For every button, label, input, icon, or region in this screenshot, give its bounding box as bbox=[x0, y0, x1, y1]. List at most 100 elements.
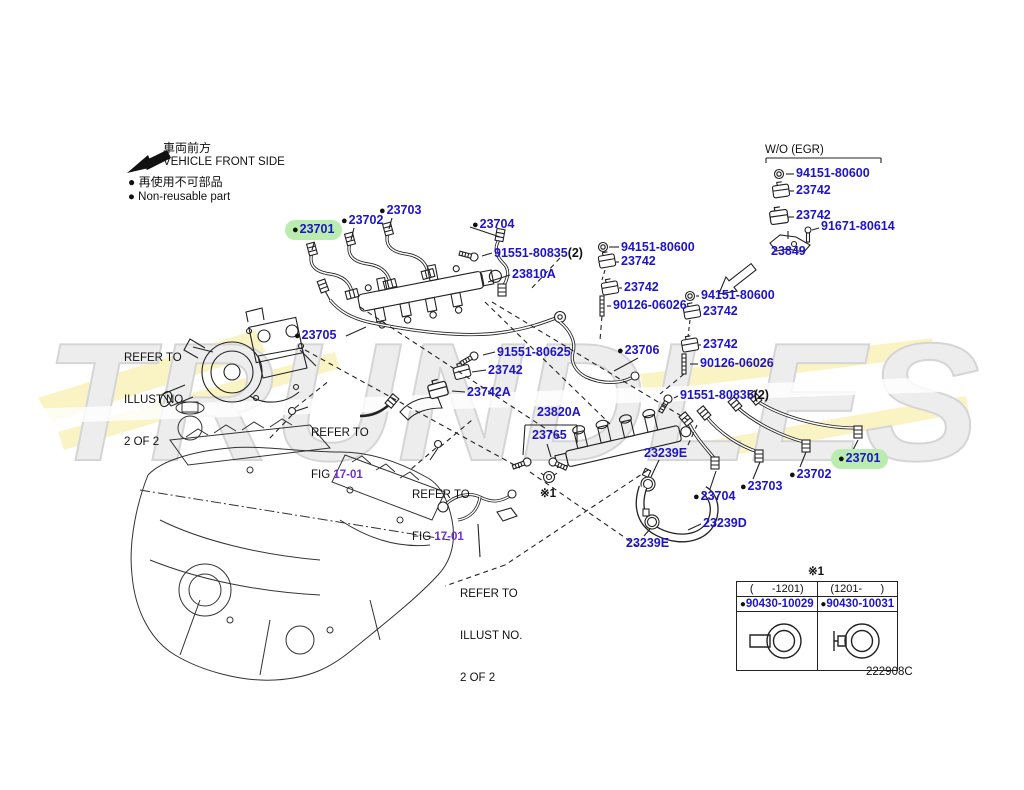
refer-line: REFER TO bbox=[412, 489, 470, 501]
part-label-90430-10029[interactable]: ●90430-10029 bbox=[737, 597, 817, 612]
part-number: 23702 bbox=[796, 467, 832, 481]
part-label-90126-06026-a[interactable]: 90126-06026 bbox=[613, 299, 687, 312]
injection-pipes-rear bbox=[678, 390, 863, 490]
part-label-23810A[interactable]: 23810A bbox=[512, 268, 556, 281]
nut-note1 bbox=[540, 470, 558, 484]
part-number: 91551-80625 bbox=[497, 345, 571, 359]
table-part-row: ●90430-10029 ●90430-10031 bbox=[737, 597, 897, 612]
vehicle-front-arrow-icon bbox=[127, 150, 171, 173]
table-icon-row bbox=[737, 612, 897, 670]
fuel-rail-rear bbox=[554, 408, 692, 469]
non-reusable-dot: ● bbox=[789, 469, 796, 481]
table-header-row: ( -1201) (1201- ) bbox=[737, 582, 897, 597]
hardware-column-a bbox=[597, 241, 622, 317]
part-label-23820A[interactable]: 23820A bbox=[537, 406, 581, 419]
non-reusable-label-en: ● Non-reusable part bbox=[128, 191, 231, 203]
period-header-early: ( -1201) bbox=[737, 582, 817, 597]
non-reusable-dot: ● bbox=[838, 453, 845, 465]
part-label-23742-mid[interactable]: 23742 bbox=[488, 364, 523, 377]
part-label-90430-10031[interactable]: ●90430-10031 bbox=[816, 597, 897, 612]
fig-word: FIG bbox=[412, 531, 435, 543]
quantity: (2) bbox=[567, 246, 583, 260]
part-label-94151-80600-b[interactable]: 94151-80600 bbox=[701, 289, 775, 302]
part-label-23742-egr1[interactable]: 23742 bbox=[796, 184, 831, 197]
non-reusable-dot: ● bbox=[693, 491, 700, 503]
part-label-91551-80835-front[interactable]: 91551-80835(2) bbox=[494, 247, 583, 260]
fig-link-17-01[interactable]: 17-01 bbox=[434, 531, 464, 543]
part-label-23742-a2[interactable]: 23742 bbox=[624, 281, 659, 294]
part-number: 23742 bbox=[796, 183, 831, 197]
refer-line: 2 OF 2 bbox=[124, 436, 160, 448]
part-number: 23742 bbox=[796, 208, 831, 222]
part-number: 23742 bbox=[621, 254, 656, 268]
part-number: 23239E bbox=[626, 536, 670, 550]
pointer-arrow-icon bbox=[718, 262, 757, 295]
part-label-23702-rear[interactable]: ●23702 bbox=[789, 468, 831, 482]
part-label-23239D[interactable]: 23239D bbox=[703, 517, 747, 530]
part-number: 94151-80600 bbox=[621, 240, 695, 254]
refer-line: 2 OF 2 bbox=[460, 672, 496, 684]
non-reusable-dot: ● bbox=[472, 219, 479, 231]
refer-line: ILLUST NO. bbox=[460, 630, 523, 642]
refer-line: REFER TO bbox=[311, 427, 369, 439]
part-number: 23701 bbox=[845, 451, 881, 465]
part-number: 23742 bbox=[488, 363, 523, 377]
part-label-23703-rear[interactable]: ●23703 bbox=[740, 480, 782, 494]
refer-illust-bottom: REFER TO ILLUST NO. 2 OF 2 bbox=[460, 559, 522, 699]
part-number: 23703 bbox=[386, 203, 422, 217]
part-number: 23702 bbox=[348, 213, 384, 227]
part-label-23742A[interactable]: 23742A bbox=[467, 386, 511, 399]
part-label-23742-a1[interactable]: 23742 bbox=[621, 255, 656, 268]
part-number: 23849 bbox=[771, 244, 806, 258]
fuel-pipe-23706 bbox=[558, 320, 640, 384]
part-label-91671-80614[interactable]: 91671-80614 bbox=[821, 220, 895, 233]
fuel-rail-front bbox=[357, 263, 502, 329]
part-label-23742-b1[interactable]: 23742 bbox=[703, 305, 738, 318]
part-number: 23742 bbox=[624, 280, 659, 294]
non-reusable-dot: ● bbox=[739, 599, 746, 610]
part-number: 23704 bbox=[700, 489, 736, 503]
refer-fig-2: REFER TO FIG 17-01 bbox=[412, 460, 470, 558]
fig-word: FIG bbox=[311, 469, 334, 481]
part-label-23706[interactable]: ●23706 bbox=[617, 344, 659, 358]
part-label-23701-front[interactable]: ●23701 bbox=[285, 220, 343, 240]
part-number: 23701 bbox=[299, 222, 335, 236]
part-label-23849[interactable]: 23849 bbox=[771, 245, 806, 258]
part-label-23742-egr2[interactable]: 23742 bbox=[796, 209, 831, 222]
wo-egr-heading: W/O (EGR) bbox=[765, 144, 824, 156]
refer-line: FIG 17-01 bbox=[311, 468, 369, 482]
fig-link-17-01[interactable]: 17-01 bbox=[333, 469, 363, 481]
part-number: 90430-10029 bbox=[745, 598, 814, 610]
part-label-23704-rear[interactable]: ●23704 bbox=[693, 490, 735, 504]
refer-fig-1: REFER TO FIG 17-01 bbox=[311, 398, 369, 496]
part-label-90126-06026-b[interactable]: 90126-06026 bbox=[700, 357, 774, 370]
part-number: 23239D bbox=[703, 516, 747, 530]
part-label-23703-front[interactable]: ●23703 bbox=[379, 204, 421, 218]
part-label-23701-rear[interactable]: ●23701 bbox=[831, 449, 889, 469]
part-label-23704-front[interactable]: ●23704 bbox=[472, 218, 514, 232]
part-label-91551-80835-rear[interactable]: 91551-80835(2) bbox=[680, 389, 769, 402]
part-number: 94151-80600 bbox=[701, 288, 775, 302]
part-label-23239E-lower[interactable]: 23239E bbox=[626, 537, 669, 550]
engine-illustration bbox=[130, 401, 454, 681]
part-label-94151-80600-egr[interactable]: 94151-80600 bbox=[796, 167, 870, 180]
part-label-91551-80625[interactable]: 91551-80625 bbox=[497, 346, 571, 359]
part-label-94151-80600-a[interactable]: 94151-80600 bbox=[621, 241, 695, 254]
non-reusable-dot: ● bbox=[379, 205, 386, 217]
part-label-23239E-upper[interactable]: 23239E bbox=[644, 447, 687, 460]
figure-code: 222908C bbox=[866, 666, 913, 678]
part-label-23705[interactable]: ●23705 bbox=[294, 329, 336, 343]
part-number: 23820A bbox=[537, 405, 581, 419]
wo-egr-section bbox=[765, 157, 882, 253]
part-label-23742-b2[interactable]: 23742 bbox=[703, 338, 738, 351]
part-number: 23810A bbox=[512, 267, 556, 281]
part-number: 23742 bbox=[703, 337, 738, 351]
part-label-23765[interactable]: 23765 bbox=[532, 429, 567, 442]
part-label-23702-front[interactable]: ●23702 bbox=[341, 214, 383, 228]
part-number: 91551-80835 bbox=[494, 246, 568, 260]
bracket-23820A bbox=[522, 424, 578, 456]
substitution-table: ( -1201) (1201- ) ●90430-10029 ●90430-10… bbox=[736, 581, 898, 671]
part-number: 90126-06026 bbox=[613, 298, 687, 312]
part-number: 23705 bbox=[301, 328, 337, 342]
